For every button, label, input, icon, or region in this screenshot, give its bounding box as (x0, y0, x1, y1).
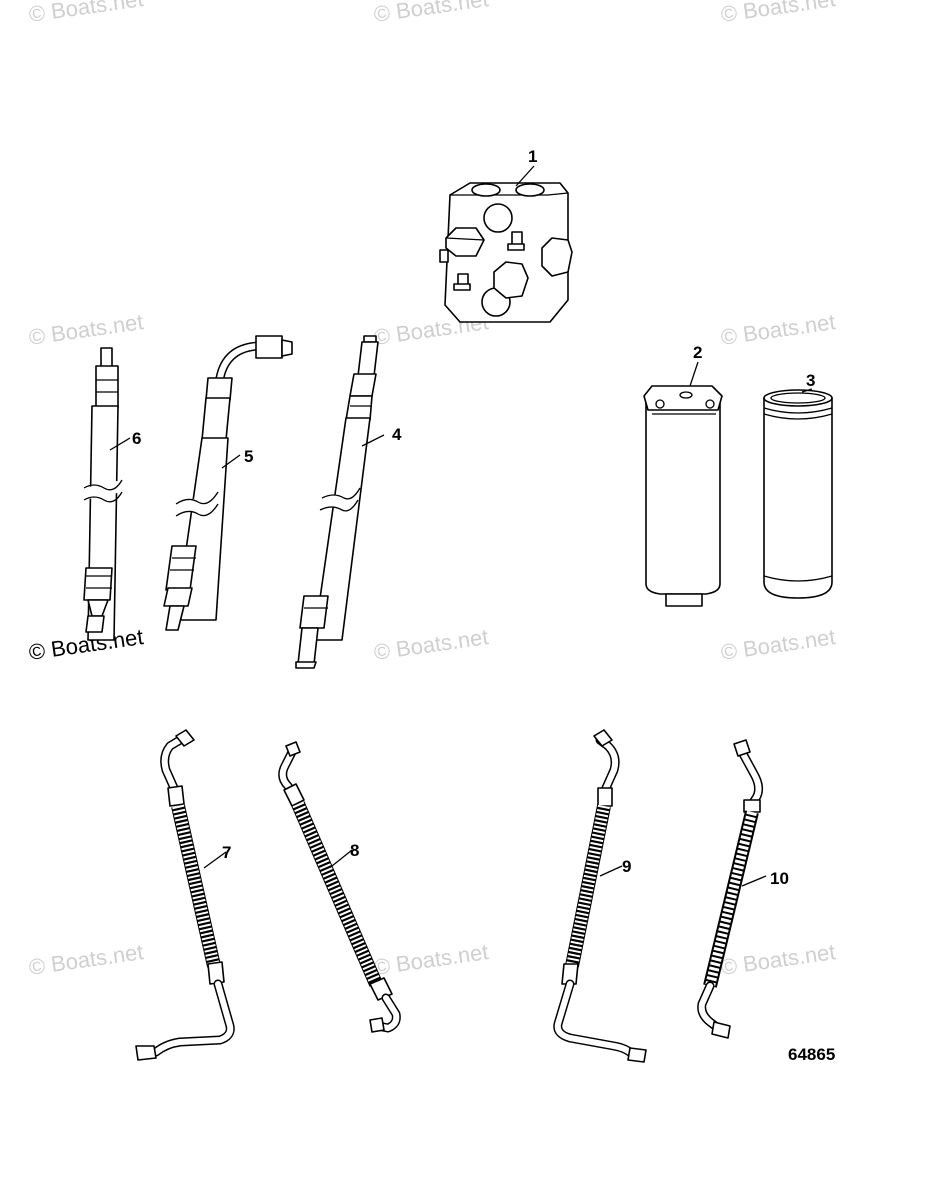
callout-2: 2 (693, 343, 702, 362)
callout-8: 8 (350, 841, 359, 860)
part-10-coiled-hose (697, 739, 767, 1039)
part-5-hose (163, 335, 293, 631)
part-3-filter-element (763, 388, 833, 599)
callout-labels: 1 2 3 4 5 6 7 8 9 10 (132, 147, 815, 888)
watermark: © Boats.net (372, 0, 490, 27)
watermark: © Boats.net (719, 0, 837, 27)
watermark: © Boats.net (719, 939, 837, 980)
part-6-hose (83, 347, 131, 641)
part-7-braided-hose (135, 729, 235, 1061)
part-8-braided-hose (278, 741, 401, 1033)
part-4-hose (295, 335, 385, 669)
callout-3: 3 (806, 371, 815, 390)
part-2-dryer-canister (643, 361, 723, 607)
watermark: © Boats.net (27, 0, 145, 27)
callout-1: 1 (528, 147, 537, 166)
watermark: © Boats.net (27, 309, 145, 350)
callout-7: 7 (222, 843, 231, 862)
watermark: © Boats.net (27, 939, 145, 980)
watermark: © Boats.net (719, 624, 837, 665)
watermark: © Boats.net (372, 939, 490, 980)
callout-5: 5 (244, 447, 253, 466)
callout-10: 10 (770, 869, 789, 888)
figure-number: 64865 (788, 1045, 835, 1064)
watermark: © Boats.net (719, 309, 837, 350)
callout-9: 9 (622, 857, 631, 876)
callout-4: 4 (392, 425, 402, 444)
part-9-braided-hose (553, 729, 647, 1063)
watermark: © Boats.net (372, 624, 490, 665)
callout-6: 6 (132, 429, 141, 448)
part-1-manifold-block (439, 165, 573, 323)
